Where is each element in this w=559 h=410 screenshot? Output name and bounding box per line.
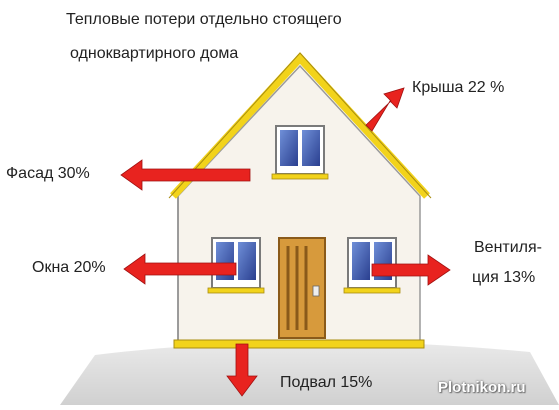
site-watermark: Plotnikon.ru (438, 379, 526, 396)
roof-arrow (365, 87, 405, 132)
roof-trim (170, 52, 430, 199)
roof-loss-label: Крыша 22 % (412, 79, 505, 96)
basement-loss-label: Подвал 15% (280, 374, 373, 391)
ventilation-loss-label-line2: ция 13% (472, 269, 536, 286)
ground-shadow (60, 341, 559, 405)
diagram-title-line2: одноквартирного дома (70, 45, 239, 62)
foundation-strip (173, 339, 425, 349)
front-door (278, 237, 326, 339)
ventilation-arrow (371, 254, 451, 286)
windows-loss-label: Окна 20% (32, 259, 106, 276)
diagram-title-line1: Тепловые потери отдельно стоящего (66, 11, 342, 28)
ventilation-loss-label-line1: Вентиля- (474, 239, 542, 256)
facade-loss-label: Фасад 30% (6, 165, 90, 182)
attic-window (271, 125, 329, 180)
basement-arrow (226, 343, 258, 397)
roof-trim-outline (168, 52, 432, 199)
facade-arrow (120, 159, 251, 191)
windows-arrow (123, 253, 237, 285)
